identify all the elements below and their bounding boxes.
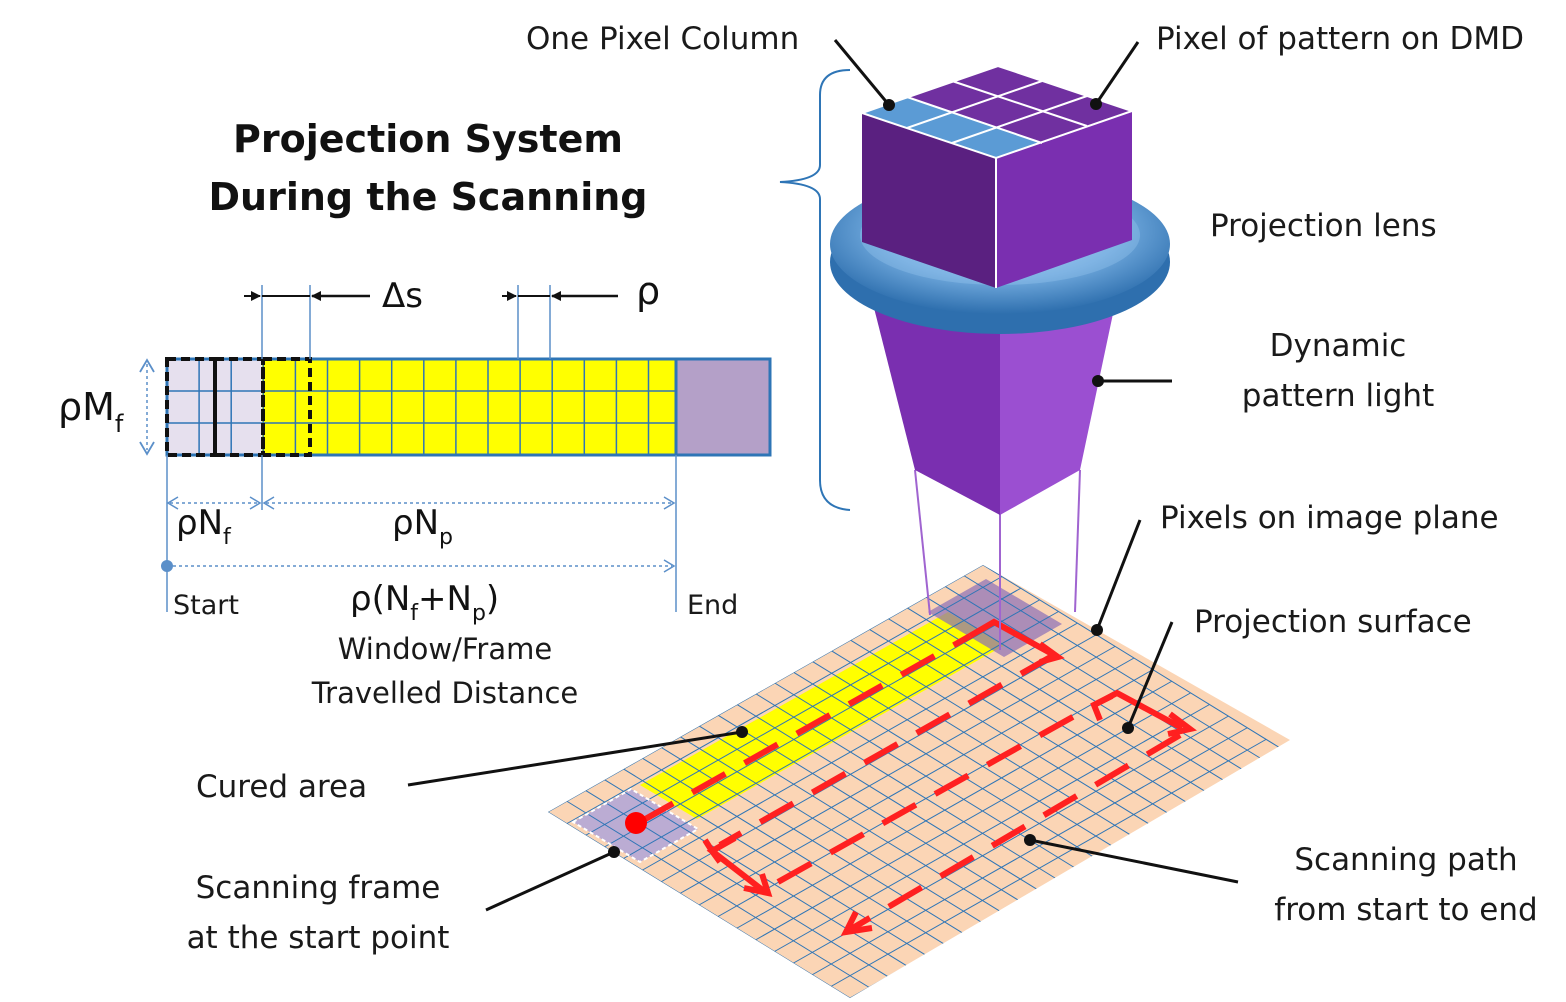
pixel-of-pattern-dot (1090, 98, 1102, 110)
caption-line-2: Travelled Distance (311, 676, 579, 710)
rho-label: ρ (636, 269, 660, 313)
total-distance-label: ρ(Nf+Np) (350, 579, 499, 626)
one-pixel-column-dot (883, 99, 895, 111)
system-brace (779, 69, 851, 511)
cured-area-label: Cured area (196, 769, 367, 805)
rho-nf-label: ρNf (176, 503, 232, 550)
surface-grid-line (642, 622, 1078, 871)
scanning-frame-dot (608, 846, 620, 858)
rho-np-label: ρNp (392, 503, 453, 550)
scan-start-dot (625, 812, 647, 834)
surface-plane (548, 565, 1290, 998)
scanning-path-line-1: Scanning path (1294, 842, 1517, 878)
surface-grid-line (755, 692, 1191, 941)
dmd-block (858, 64, 1136, 288)
rho-marker: ρ (502, 269, 660, 359)
scanning-frame-line-1: Scanning frame (196, 870, 441, 906)
dynamic-label-line-2: pattern light (1242, 378, 1434, 414)
delta-s-label: Δs (382, 276, 423, 316)
surface-grid-line (830, 738, 1267, 987)
surface-grid-line (698, 657, 1135, 906)
schematic-strip (165, 357, 772, 457)
light-beam (914, 469, 1081, 650)
dynamic-dot (1092, 375, 1104, 387)
bottom-dimensions: ρNf ρNp Start End ρ(Nf+Np) Window/Frame … (161, 455, 738, 710)
dashed-frame-1 (165, 357, 217, 457)
dynamic-pattern-light (872, 290, 1118, 515)
projection-surface-label: Projection surface (1194, 604, 1472, 640)
pixel-of-pattern-label: Pixel of pattern on DMD (1156, 21, 1524, 57)
pixels-on-image-plane-leader (1095, 519, 1142, 631)
dynamic-label-line-1: Dynamic (1270, 328, 1407, 364)
dashed-frame-2 (213, 357, 265, 457)
scanning-path-leader (1029, 838, 1239, 884)
scanning-path (638, 618, 1197, 936)
surface-grid-line (774, 704, 1210, 952)
projection-lens-label: Projection lens (1210, 208, 1437, 244)
projection-surface-dot (1122, 722, 1134, 734)
cured-area-leader (407, 730, 743, 787)
projection-surface-leader (1126, 621, 1174, 729)
surface-grid-line (679, 645, 1116, 894)
scanning-path-dot (1024, 834, 1036, 846)
delta-s-marker: Δs (244, 276, 423, 359)
title-line-1: Projection System (233, 117, 623, 161)
surface-grid-line (566, 576, 1003, 825)
surface-grid-line (585, 587, 1021, 836)
one-pixel-column-label: One Pixel Column (526, 21, 799, 57)
rho-mf-label: ρMf (58, 385, 124, 438)
surface-grid-line (623, 611, 1059, 859)
scanning-frame-line-2: at the start point (187, 920, 450, 956)
end-region (676, 359, 770, 455)
cured-strip (262, 359, 676, 455)
start-label: Start (173, 590, 239, 621)
scanning-frame-leader (485, 850, 615, 912)
projection-surface (548, 565, 1290, 998)
dashed-frame-3 (261, 357, 312, 457)
caption-line-1: Window/Frame (338, 632, 552, 666)
title-line-2: During the Scanning (209, 175, 648, 219)
rho-mf-dimension: ρMf (58, 358, 155, 456)
end-label: End (687, 590, 738, 621)
pixels-on-image-plane-label: Pixels on image plane (1160, 500, 1499, 536)
surface-grid-line (812, 727, 1248, 976)
cured-area-dot (736, 726, 748, 738)
pixel-of-pattern-leader (1094, 41, 1140, 105)
pixels-on-image-plane-dot (1091, 624, 1103, 636)
start-frame-outline (571, 787, 700, 864)
surface-cured-area (640, 612, 1005, 819)
one-pixel-column-leader (833, 39, 891, 106)
scanning-path-line-2: from start to end (1274, 892, 1537, 928)
surface-grid-line (736, 680, 1172, 929)
